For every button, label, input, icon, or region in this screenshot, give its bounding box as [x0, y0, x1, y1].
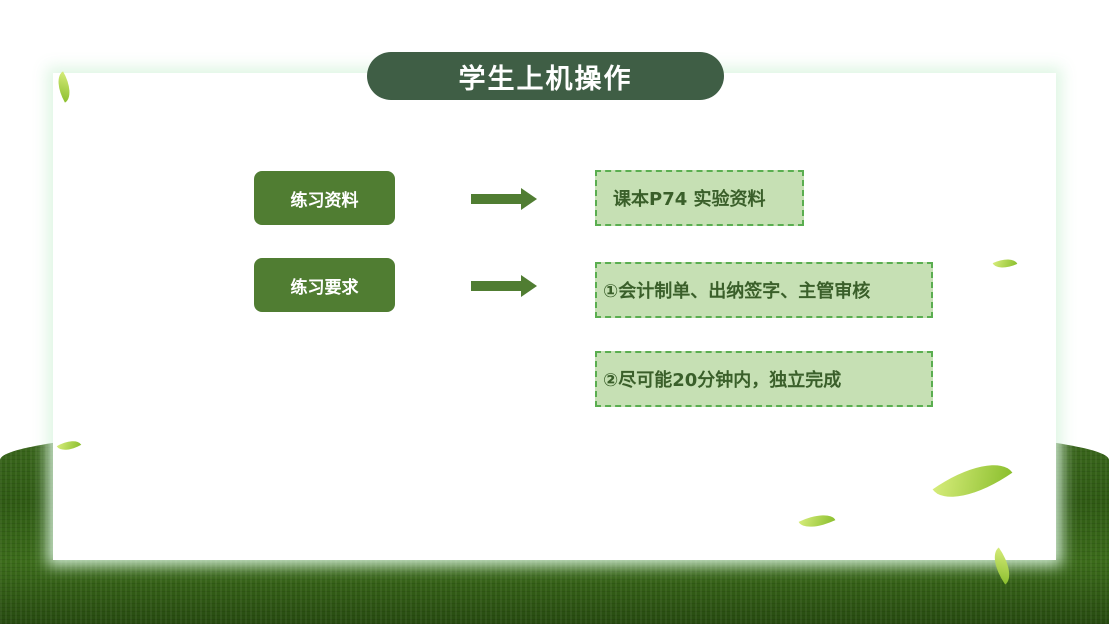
- material-box: 课本P74 实验资料: [595, 170, 804, 226]
- requirement-box-2: ②尽可能20分钟内，独立完成: [595, 351, 933, 407]
- label-practice-requirement: 练习要求: [254, 258, 395, 312]
- slide-title: 学生上机操作: [367, 52, 724, 100]
- arrow-right-icon: [471, 275, 537, 297]
- arrow-right-icon: [471, 188, 537, 210]
- requirement-box-1: ①会计制单、出纳签字、主管审核: [595, 262, 933, 318]
- label-practice-material: 练习资料: [254, 171, 395, 225]
